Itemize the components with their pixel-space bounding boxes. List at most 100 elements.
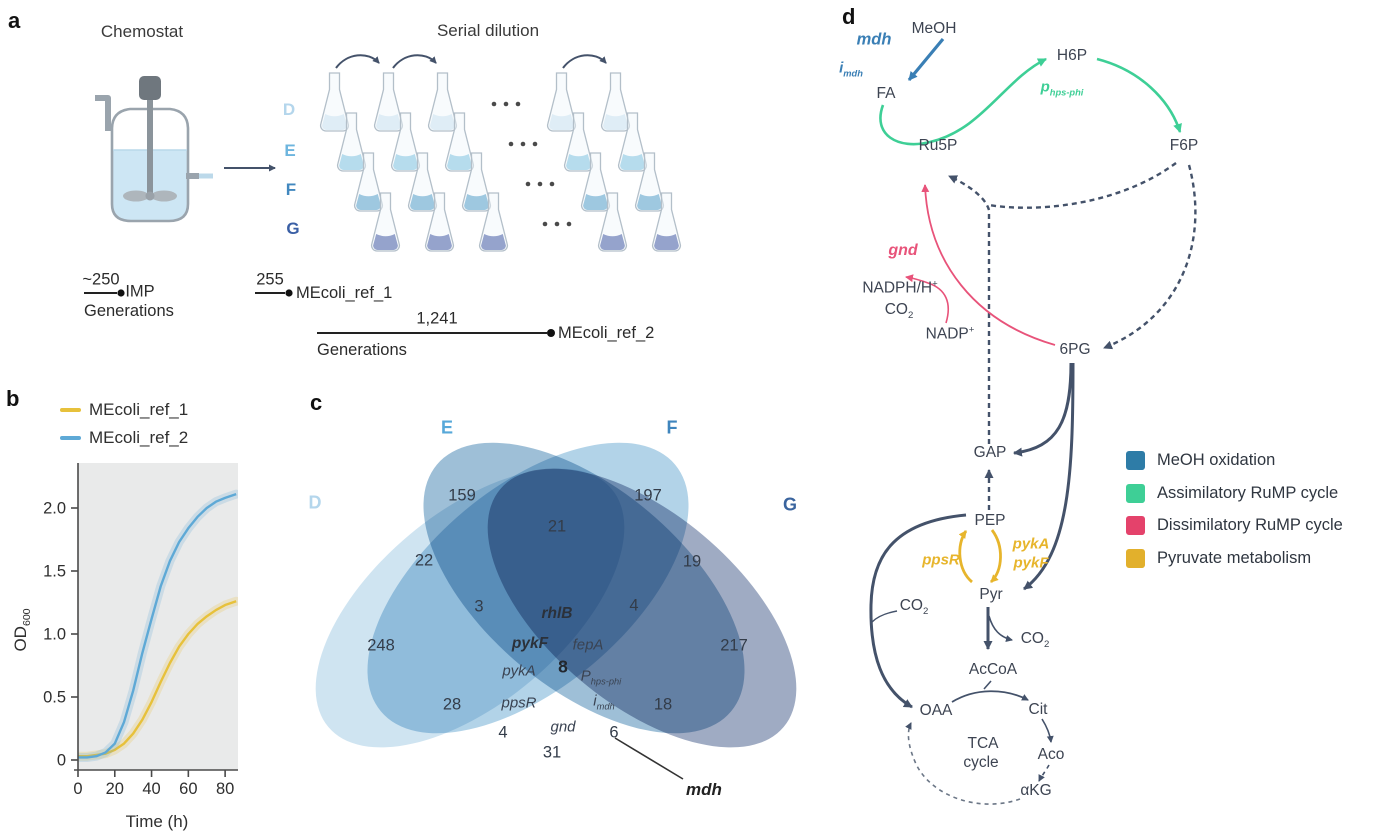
flask <box>427 72 458 132</box>
svg-text:40: 40 <box>142 780 160 798</box>
cit-to-aco-arrow <box>1041 718 1054 743</box>
venn-count-ef: 21 <box>547 517 567 536</box>
flask <box>370 192 401 252</box>
venn-count-de: 22 <box>414 551 434 570</box>
pathway-legend-assimilatory: Assimilatory RuMP cycle <box>1126 484 1338 503</box>
venn-count-efg: 4 <box>629 596 639 615</box>
6pg-to-gap-arrow <box>1013 362 1073 457</box>
f6p-to-ru5p-dashed <box>988 162 1177 209</box>
flask <box>424 192 455 252</box>
inlet-tube <box>95 95 111 131</box>
legend-row-ref2: MEcoli_ref_2 <box>60 428 188 448</box>
venn-gene-rhlb: rhlB <box>541 605 573 622</box>
node-tca-line1: TCA <box>967 735 999 752</box>
node-cit: Cit <box>1028 701 1048 718</box>
venn-gene-ppsr: ppsR <box>501 694 537 712</box>
accoa-connector <box>983 680 992 690</box>
legend-swatch-meoh-oxidation <box>1126 451 1145 470</box>
gap-to-ru5p-dashed <box>948 174 991 444</box>
nadp-to-nadph-arrow <box>905 274 950 324</box>
node-meoh: MeOH <box>911 20 957 37</box>
pathway-legend-pyruvate: Pyruvate metabolism <box>1126 549 1311 568</box>
node-f6p: F6P <box>1169 137 1199 154</box>
venn-set-label-f: F <box>666 417 678 438</box>
chemostat-illustration <box>95 76 276 223</box>
serial-dilution-flasks <box>319 72 682 252</box>
venn-set-label-g: G <box>782 494 798 515</box>
venn-count-d-only: 248 <box>367 636 395 655</box>
stirrer-cap <box>139 76 161 100</box>
flask-row-label-e: E <box>284 141 296 160</box>
venn-count-bottom-center: 31 <box>542 743 562 762</box>
node-h6p: H6P <box>1056 47 1088 64</box>
enzyme-mdh: mdh <box>856 30 892 49</box>
svg-text:2.0: 2.0 <box>43 500 66 518</box>
flask <box>600 72 631 132</box>
impeller-right <box>151 190 177 202</box>
impeller-hub <box>145 191 155 201</box>
meoh-to-fa-arrow <box>907 37 945 82</box>
flask <box>546 72 577 132</box>
enzyme-imdh: imdh <box>839 59 863 79</box>
svg-text:1.5: 1.5 <box>43 563 66 581</box>
venn-gene-phps-phi: Phps-phi <box>580 667 622 687</box>
pathway-legend-dissimilatory: Dissimilatory RuMP cycle <box>1126 516 1343 535</box>
svg-text:0: 0 <box>57 752 66 770</box>
mdh-callout-line <box>614 737 684 780</box>
flask <box>651 192 682 252</box>
enzyme-ppsr: ppsR <box>922 551 960 569</box>
node-aco: Aco <box>1037 746 1065 763</box>
flask-row-label-f: F <box>285 180 297 199</box>
legend-label-ref1: MEcoli_ref_1 <box>89 400 189 419</box>
venn-gene-gnd: gnd <box>550 718 576 736</box>
node-nadp: NADP+ <box>925 324 975 343</box>
node-gap: GAP <box>973 444 1007 461</box>
flask <box>336 112 367 172</box>
venn-set-label-d: D <box>308 492 322 513</box>
flask <box>319 72 350 132</box>
node-akg: αKG <box>1020 782 1052 799</box>
chemostat-title: Chemostat <box>100 22 184 41</box>
ref1-generations-value: 255 <box>256 270 284 289</box>
node-co2-left: CO2 <box>899 596 929 618</box>
flask <box>634 152 665 212</box>
venn-count-bottom-right: 6 <box>609 723 619 742</box>
flask <box>407 152 438 212</box>
ref2-generations-label: Generations <box>317 341 407 359</box>
vessel-outline <box>110 107 190 223</box>
venn-set-label-e: E <box>440 417 454 438</box>
node-tca-line2: cycle <box>963 754 999 771</box>
venn-count-def: 3 <box>474 597 484 616</box>
f6p-to-6pg-dashed <box>1103 164 1197 350</box>
node-co2-right: CO2 <box>1020 629 1050 651</box>
node-pep: PEP <box>974 512 1006 529</box>
ppsr-arrow <box>958 530 973 584</box>
serial-dilution-title: Serial dilution <box>436 21 540 40</box>
pathway-arrows <box>869 37 1197 805</box>
co2-connector <box>871 610 898 623</box>
pyr-co2-branch <box>988 615 1013 642</box>
svg-text:60: 60 <box>179 780 197 798</box>
chemostat-endpoint: IMP <box>125 282 155 301</box>
h6p-to-f6p-arrow <box>1096 57 1182 133</box>
legend-label-ref2: MEcoli_ref_2 <box>89 428 189 447</box>
node-fa: FA <box>876 85 896 102</box>
node-oaa: OAA <box>919 702 953 719</box>
ref2-endpoint: MEcoli_ref_2 <box>558 324 655 342</box>
enzyme-phps-phi: phps-phi <box>1040 78 1084 98</box>
venn-gene-fepa: fepA <box>572 636 604 654</box>
impeller-left <box>123 190 149 202</box>
chemostat-generations-value: ~250 <box>82 270 120 289</box>
venn-count-lower-right: 18 <box>653 695 673 714</box>
flask-row-label-g: G <box>286 219 300 238</box>
pathway-legend-meoh: MeOH oxidation <box>1126 451 1275 470</box>
legend-row-ref1: MEcoli_ref_1 <box>60 400 188 420</box>
node-co2-upper: CO2 <box>884 300 914 322</box>
venn-callout-mdh: mdh <box>686 780 722 799</box>
venn-count-fg: 19 <box>682 552 702 571</box>
enzyme-pyka: pykA <box>1012 535 1050 553</box>
transfer-arrows <box>335 54 607 69</box>
flask <box>390 112 421 172</box>
